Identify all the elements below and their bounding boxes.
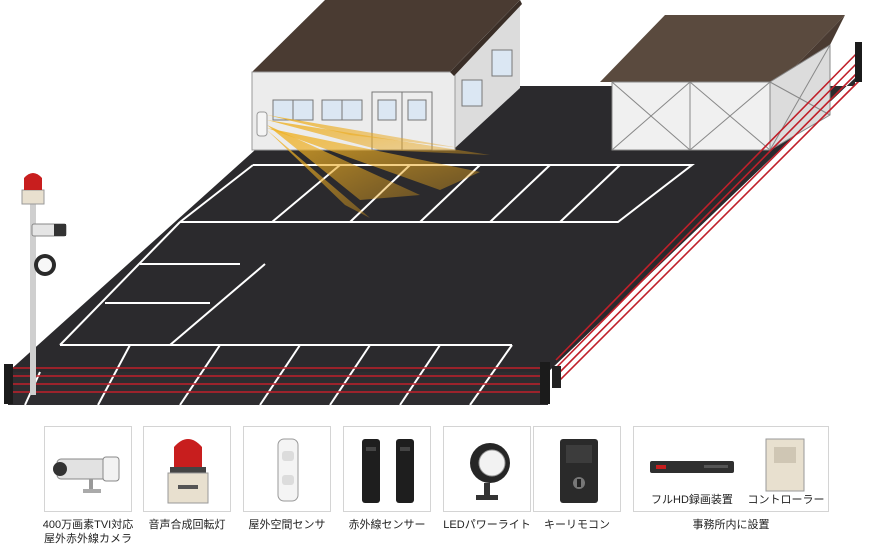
- legend-infrared-sensor: [343, 426, 431, 512]
- led-light-label: LEDパワーライト: [443, 519, 531, 531]
- legend-space-sensor: [243, 426, 331, 512]
- asphalt-front-edge: [8, 372, 548, 405]
- dvr-recorder-icon: [650, 461, 734, 473]
- office-equipment-icons: [650, 438, 805, 492]
- controller-label: コントローラー: [747, 494, 825, 506]
- office-label: 事務所内に設置: [692, 519, 770, 531]
- sensor-detection-area: [267, 115, 490, 218]
- ir-sensor-post-left: [4, 364, 13, 404]
- rotating-light-label: 音声合成回転灯: [148, 519, 226, 531]
- infrared-beams: [12, 49, 861, 393]
- led-floodlight-icon: [470, 443, 510, 500]
- legend-key-remote: [533, 426, 621, 512]
- bullet-camera-icon: [53, 456, 120, 493]
- key-remote-label: キーリモコン: [544, 519, 610, 531]
- legend-rotating-light: [143, 426, 231, 512]
- ir-sensor-post-corner: [540, 362, 550, 404]
- ir-sensor-post-back: [855, 42, 862, 82]
- key-remote-icon: [560, 439, 598, 503]
- asphalt-lot: [8, 78, 855, 405]
- garage-shed: [600, 15, 845, 151]
- legend-led-light: [443, 426, 531, 512]
- legend-camera: [44, 426, 132, 512]
- infrared-beam-sensor-icon: [362, 439, 414, 503]
- space-sensor-label: 屋外空間センサ: [248, 519, 326, 531]
- equipment-pole: [21, 173, 67, 395]
- camera-label: 400万画素TVI対応 屋外赤外線カメラ: [30, 518, 146, 546]
- camera-label-line2: 屋外赤外線カメラ: [44, 533, 132, 545]
- recorder-label: フルHD録画装置: [651, 494, 733, 506]
- parking-lot-scene: [4, 0, 862, 406]
- camera-label-line1: 400万画素TVI対応: [42, 519, 134, 531]
- ir-sensor-post-corner-b: [552, 366, 561, 388]
- parking-lines: [24, 164, 695, 406]
- rotating-light-icon: [167, 439, 209, 504]
- space-sensor-icon: [277, 438, 299, 502]
- controller-icon: [765, 438, 805, 492]
- wall-space-sensor: [256, 111, 268, 137]
- infrared-sensor-label: 赤外線センサー: [348, 519, 426, 531]
- legend-office-equipment: フルHD録画装置 コントローラー: [633, 426, 829, 512]
